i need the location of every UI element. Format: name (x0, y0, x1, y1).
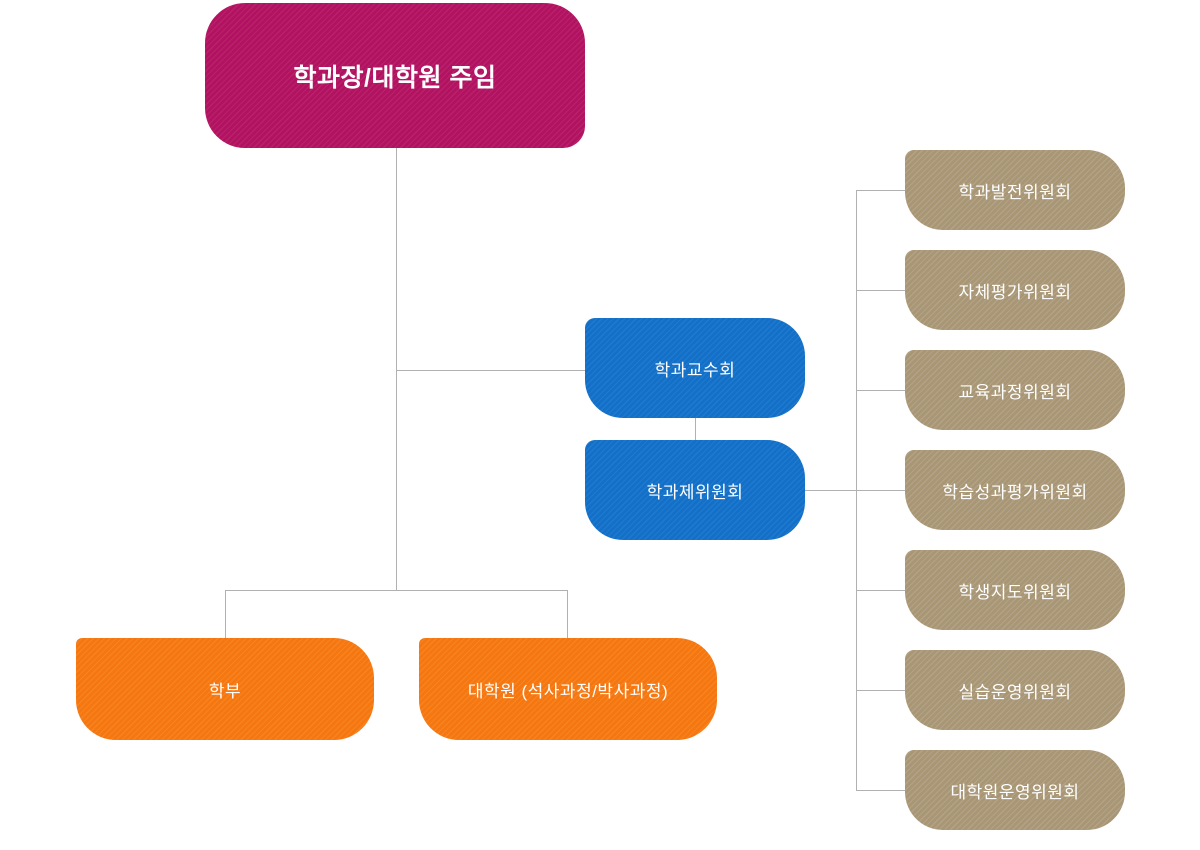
connector-faculty-to-committee-council (695, 418, 696, 440)
connector-root-stem (396, 148, 397, 590)
node-committee-development-label: 학과발전위원회 (958, 182, 1072, 202)
node-department-committees-council-label: 학과제위원회 (646, 482, 744, 502)
node-committee-curriculum-label: 교육과정위원회 (958, 382, 1072, 402)
node-undergraduate-label: 학부 (208, 681, 242, 701)
connector-stub-committee-5 (856, 590, 905, 591)
connector-drop-graduate (567, 590, 568, 638)
node-committee-curriculum: 교육과정위원회 (905, 350, 1125, 430)
node-department-committees-council: 학과제위원회 (585, 440, 805, 540)
node-committee-development: 학과발전위원회 (905, 150, 1125, 230)
connector-programs-crossbar (225, 590, 567, 591)
node-committee-self-evaluation: 자체평가위원회 (905, 250, 1125, 330)
node-graduate-school: 대학원 (석사과정/박사과정) (419, 638, 717, 740)
node-committee-graduate-operation-label: 대학원운영위원회 (950, 782, 1080, 802)
connector-stub-committee-3 (856, 390, 905, 391)
connector-council-to-committees (805, 490, 905, 491)
connector-root-to-faculty-council (396, 370, 585, 371)
connector-stub-committee-2 (856, 290, 905, 291)
connector-stub-committee-6 (856, 690, 905, 691)
node-committee-practice-operation-label: 실습운영위원회 (958, 682, 1072, 702)
node-committee-self-evaluation-label: 자체평가위원회 (958, 282, 1072, 302)
node-committee-student-guidance: 학생지도위원회 (905, 550, 1125, 630)
connector-drop-undergraduate (225, 590, 226, 638)
node-department-head: 학과장/대학원 주임 (205, 3, 585, 148)
node-undergraduate: 학부 (76, 638, 374, 740)
connector-stub-committee-7 (856, 790, 905, 791)
connector-committee-spine (856, 190, 857, 790)
node-committee-graduate-operation: 대학원운영위원회 (905, 750, 1125, 830)
node-committee-student-guidance-label: 학생지도위원회 (958, 582, 1072, 602)
connector-stub-committee-1 (856, 190, 905, 191)
node-committee-learning-outcomes: 학습성과평가위원회 (905, 450, 1125, 530)
node-graduate-school-label: 대학원 (석사과정/박사과정) (467, 681, 669, 701)
node-faculty-council: 학과교수회 (585, 318, 805, 418)
node-committee-learning-outcomes-label: 학습성과평가위원회 (942, 482, 1088, 502)
node-faculty-council-label: 학과교수회 (654, 360, 736, 380)
node-committee-practice-operation: 실습운영위원회 (905, 650, 1125, 730)
node-department-head-label: 학과장/대학원 주임 (293, 63, 497, 92)
